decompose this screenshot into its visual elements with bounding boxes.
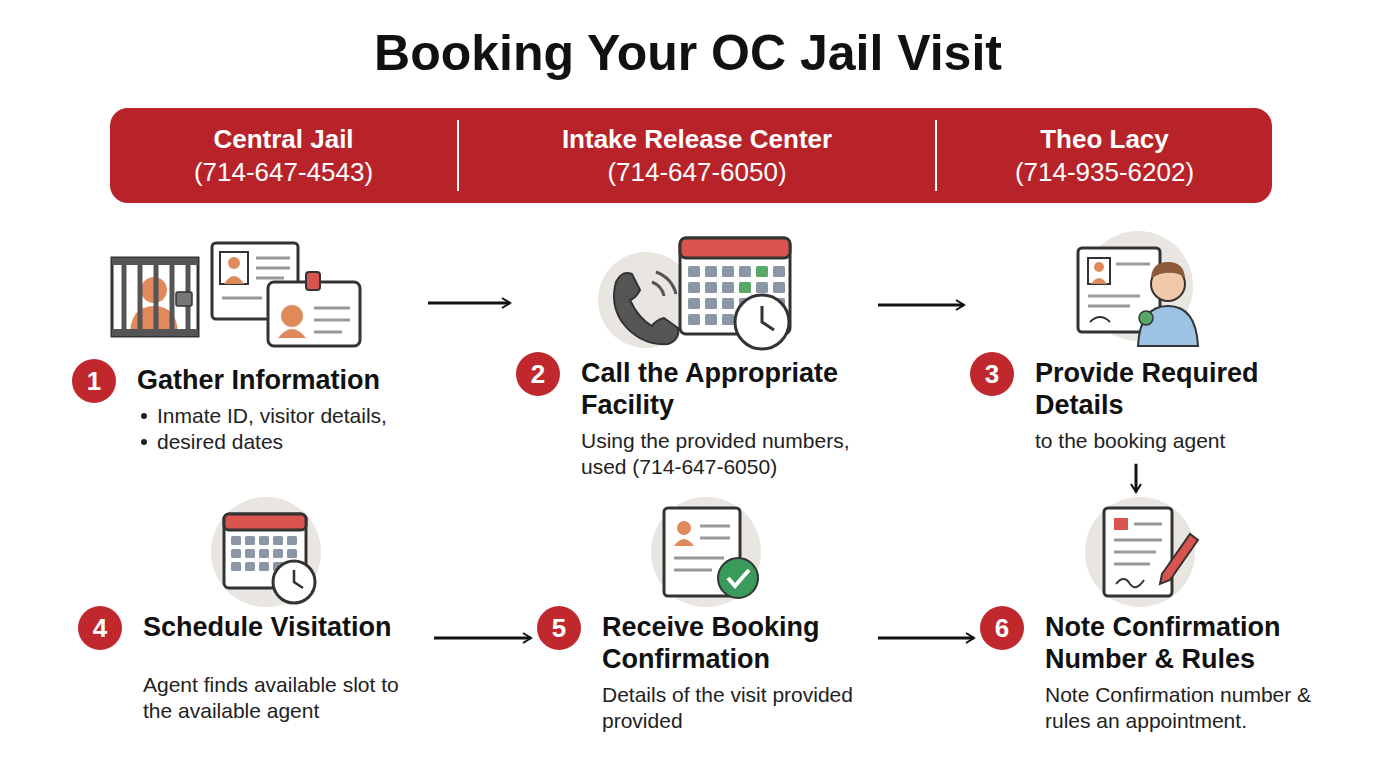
step-description: Note Confirmation number & rules an appo… (1045, 682, 1327, 734)
step-description: Details of the visit provided provided (602, 682, 872, 734)
step-description: Agent finds available slot to the availa… (143, 672, 405, 724)
step-description: Using the provided numbers, used (714-64… (581, 428, 866, 480)
confirmation-icon (651, 497, 761, 607)
facility-section: Central Jail(714-647-4543) (110, 120, 457, 191)
phone-number: (714-935-6202) (937, 156, 1272, 189)
step-heading: Gather Information (137, 365, 422, 397)
step-group: 6 Note Confirmation Number & RulesNote Co… (980, 498, 1330, 738)
step-group: 2 Call the Appropriate FacilityUsing the … (516, 232, 872, 484)
step-number: 5 (537, 606, 581, 650)
step-number: 1 (72, 359, 116, 403)
step-group: 1Gather InformationInmate ID, visitor de… (72, 238, 422, 459)
facility-name: Intake Release Center (459, 123, 935, 156)
step-number: 2 (516, 352, 560, 396)
document-person-icon (1078, 231, 1198, 346)
jail-icon (112, 243, 360, 346)
facility-name: Central Jail (110, 123, 457, 156)
phone-number: (714-647-4543) (110, 156, 457, 189)
facility-band: Central Jail(714-647-4543)Intake Release… (110, 108, 1272, 203)
step-number: 6 (980, 606, 1024, 650)
step-heading: Provide Required Details (1035, 358, 1285, 422)
calendar-icon (211, 497, 321, 607)
step-description: desired dates (137, 429, 442, 455)
step-heading: Schedule Visitation (143, 612, 428, 644)
step-heading: Call the Appropriate Facility (581, 358, 866, 422)
step-description: to the booking agent (1035, 428, 1295, 454)
flow-arrow (428, 302, 510, 305)
phone-calendar-icon (598, 238, 790, 349)
phone-number: (714-647-6050) (459, 156, 935, 189)
step-group: 5 Receive Booking ConfirmationDetails of … (537, 498, 872, 738)
step-number: 3 (970, 352, 1014, 396)
flow-arrow (878, 637, 974, 640)
step-number: 4 (78, 606, 122, 650)
note-icon (1085, 497, 1198, 607)
flow-arrow (1135, 464, 1138, 492)
step-heading: Receive Booking Confirmation (602, 612, 857, 676)
step-group: 4 Schedule VisitationAgent finds availabl… (78, 500, 428, 728)
step-group: 3 Provide Required Details to the booking … (970, 240, 1300, 458)
flow-arrow (878, 304, 964, 307)
step-description: Inmate ID, visitor details, (137, 403, 442, 429)
facility-section: Theo Lacy(714-935-6202) (935, 120, 1272, 191)
facility-section: Intake Release Center(714-647-6050) (457, 120, 935, 191)
flow-arrow (434, 637, 531, 640)
facility-name: Theo Lacy (937, 123, 1272, 156)
diagram-title: Booking Your OC Jail Visit (0, 24, 1376, 82)
step-heading: Note Confirmation Number & Rules (1045, 612, 1325, 676)
